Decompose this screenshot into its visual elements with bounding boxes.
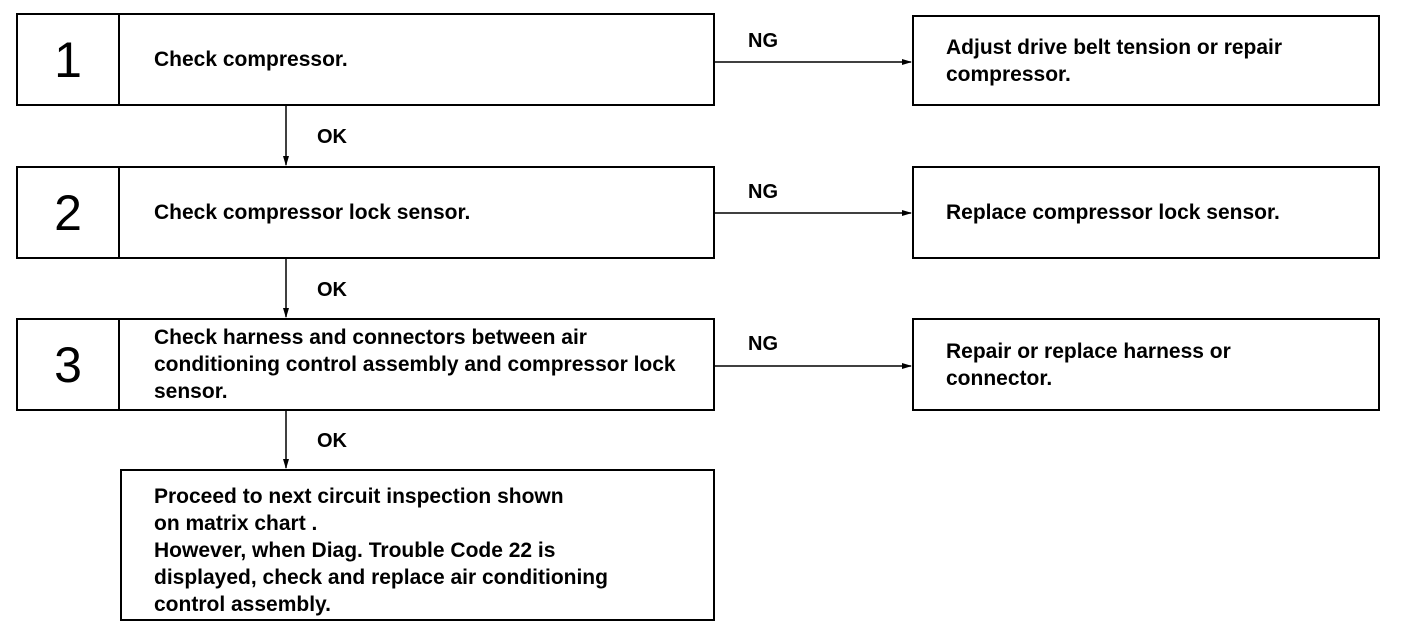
- step-number: 3: [18, 320, 120, 409]
- ng-action-text: Replace compressor lock sensor.: [946, 201, 1280, 224]
- step-3-box: 3 Check harness and connectors between a…: [16, 318, 715, 411]
- final-line: control assembly.: [154, 593, 332, 616]
- step-check-text: Check harness and connectors between air…: [154, 326, 676, 403]
- final-line: Proceed to next circuit inspection shown: [154, 485, 564, 508]
- final-line: However, when Diag. Trouble Code 22 is: [154, 539, 556, 562]
- step-number: 1: [18, 15, 120, 104]
- ng-label: NG: [748, 333, 778, 355]
- ng-action-2: Replace compressor lock sensor.: [912, 166, 1380, 259]
- step-number: 2: [18, 168, 120, 257]
- ng-action-text: Adjust drive belt tension or repair comp…: [946, 35, 1283, 86]
- step-check-text: Check compressor lock sensor.: [154, 201, 471, 224]
- ng-label: NG: [748, 30, 778, 52]
- ok-label: OK: [317, 430, 347, 452]
- ng-action-text: Repair or replace harness or connector.: [946, 339, 1231, 390]
- final-line: on matrix chart .: [154, 512, 318, 535]
- step-check-text: Check compressor.: [154, 48, 348, 71]
- final-action-box: Proceed to next circuit inspection shown…: [120, 469, 715, 621]
- step-2-box: 2 Check compressor lock sensor.: [16, 166, 715, 259]
- ng-label: NG: [748, 181, 778, 203]
- final-line: displayed, check and replace air conditi…: [154, 566, 608, 589]
- step-1-box: 1 Check compressor.: [16, 13, 715, 106]
- ng-action-3: Repair or replace harness or connector.: [912, 318, 1380, 411]
- ng-action-1: Adjust drive belt tension or repair comp…: [912, 15, 1380, 106]
- ok-label: OK: [317, 279, 347, 301]
- ok-label: OK: [317, 126, 347, 148]
